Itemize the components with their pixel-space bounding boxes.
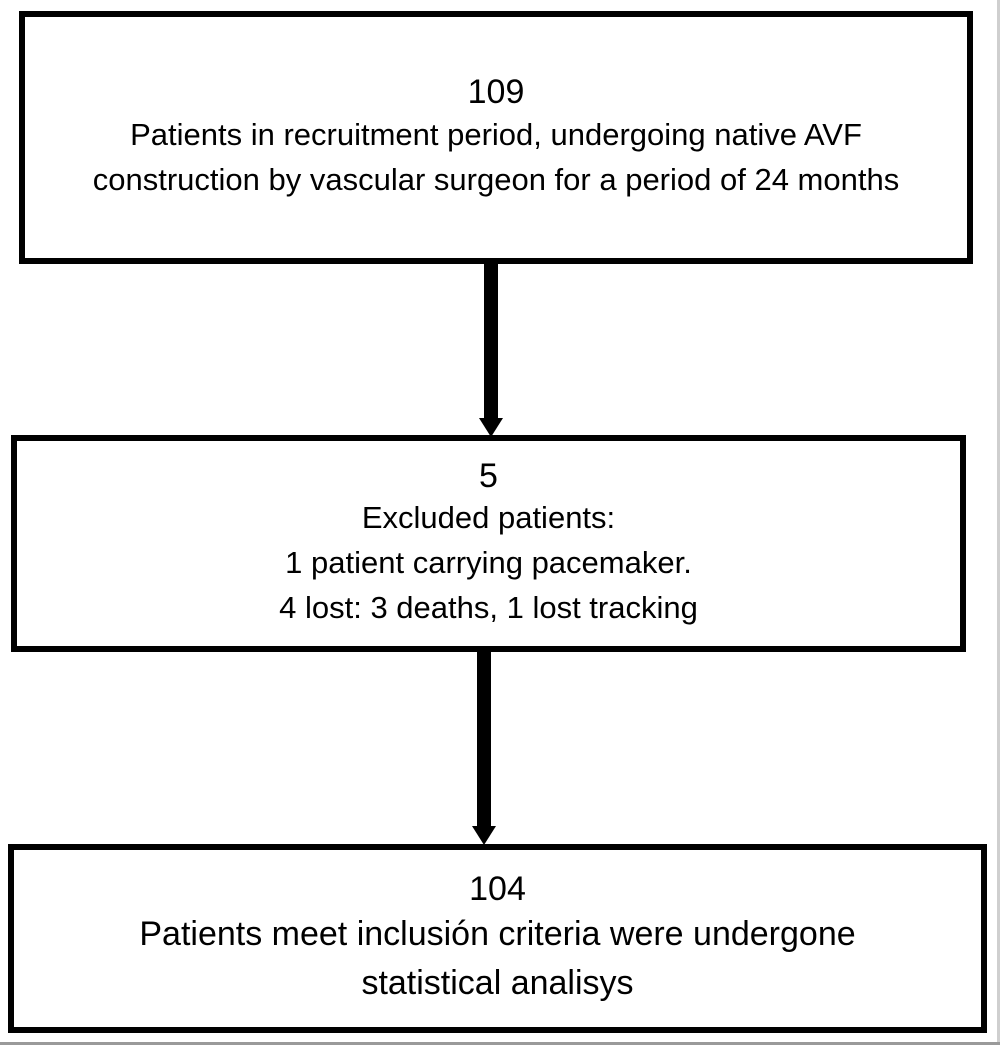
recruitment-line-2: construction by vascular surgeon for a p… <box>92 161 900 197</box>
step-included-box: 104 Patients meet inclusión criteria wer… <box>8 844 987 1033</box>
step-excluded-box: 5 Excluded patients: 1 patient carrying … <box>11 435 966 652</box>
included-line-2: statistical analisys <box>361 963 634 1002</box>
page-edge-bottom <box>0 1042 1000 1045</box>
arrow-1-to-2 <box>479 262 503 437</box>
recruitment-count: 109 <box>467 73 525 112</box>
recruitment-line-1: Patients in recruitment period, undergoi… <box>130 116 862 152</box>
excluded-line-2: 1 patient carrying pacemaker. <box>285 545 692 581</box>
included-count: 104 <box>469 869 526 908</box>
excluded-count: 5 <box>479 456 498 495</box>
included-line-1: Patients meet inclusión criteria were un… <box>139 914 856 953</box>
included-description: Patients meet inclusión criteria were un… <box>139 910 855 1009</box>
excluded-line-1: Excluded patients: <box>361 500 616 536</box>
recruitment-description: Patients in recruitment period, undergoi… <box>93 113 899 203</box>
arrow-2-to-3 <box>472 650 496 845</box>
step-recruitment-box: 109 Patients in recruitment period, unde… <box>19 11 973 264</box>
page-edge-right <box>997 0 1000 1045</box>
excluded-description: Excluded patients: 1 patient carrying pa… <box>279 496 698 631</box>
excluded-line-3: 4 lost: 3 deaths, 1 lost tracking <box>279 590 698 626</box>
